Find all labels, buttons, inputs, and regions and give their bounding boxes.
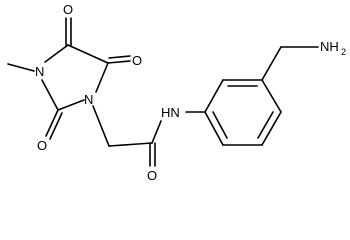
bond-ring-1-2: [204, 79, 224, 113]
molecule-diagram: N N O O O O HN NH 2: [7, 2, 346, 183]
bond-c2-n1: [41, 79, 59, 111]
bond-n3-ch2: [92, 105, 110, 147]
bond-ring-6-1: [204, 111, 224, 146]
bond-n3-c2: [57, 99, 85, 111]
bond-c4-n3: [95, 62, 109, 93]
atom-amide-nh-label: HN: [161, 105, 180, 120]
atom-amide-oxygen-label: O: [147, 168, 157, 183]
bond-c2-o-a: [45, 109, 59, 137]
atom-n1-label: N: [35, 64, 44, 79]
bond-ring-ch2: [261, 46, 282, 81]
bond-n1-c5: [44, 44, 69, 63]
bond-methyl-n1: [7, 63, 35, 72]
atom-nh2-subscript: 2: [341, 47, 346, 57]
bond-lines: [7, 17, 319, 167]
bond-c4-o-b: [108, 55, 131, 59]
atom-labels: N N O O O O HN NH 2: [35, 2, 346, 183]
bond-c5-c4: [67, 44, 109, 64]
atom-c2-oxygen-label: O: [37, 138, 47, 153]
bond-ch2-carbonyl: [108, 142, 153, 147]
bond-ring-inner-c: [212, 111, 228, 139]
bond-ring-3-4: [261, 79, 282, 113]
atom-nh2-label: NH: [320, 39, 339, 54]
bond-carbonyl-nh: [151, 120, 162, 144]
bond-c4-o-a: [107, 60, 131, 64]
bond-ring-4-5: [261, 111, 282, 146]
atom-c5-oxygen-label: O: [63, 2, 73, 17]
bond-c2-o-b: [49, 112, 63, 140]
structure-canvas: N N O O O O HN NH 2: [7, 2, 346, 183]
bond-ring-inner-b: [257, 111, 274, 139]
atom-n3-label: N: [84, 92, 93, 107]
atom-c4-oxygen-label: O: [132, 53, 142, 68]
